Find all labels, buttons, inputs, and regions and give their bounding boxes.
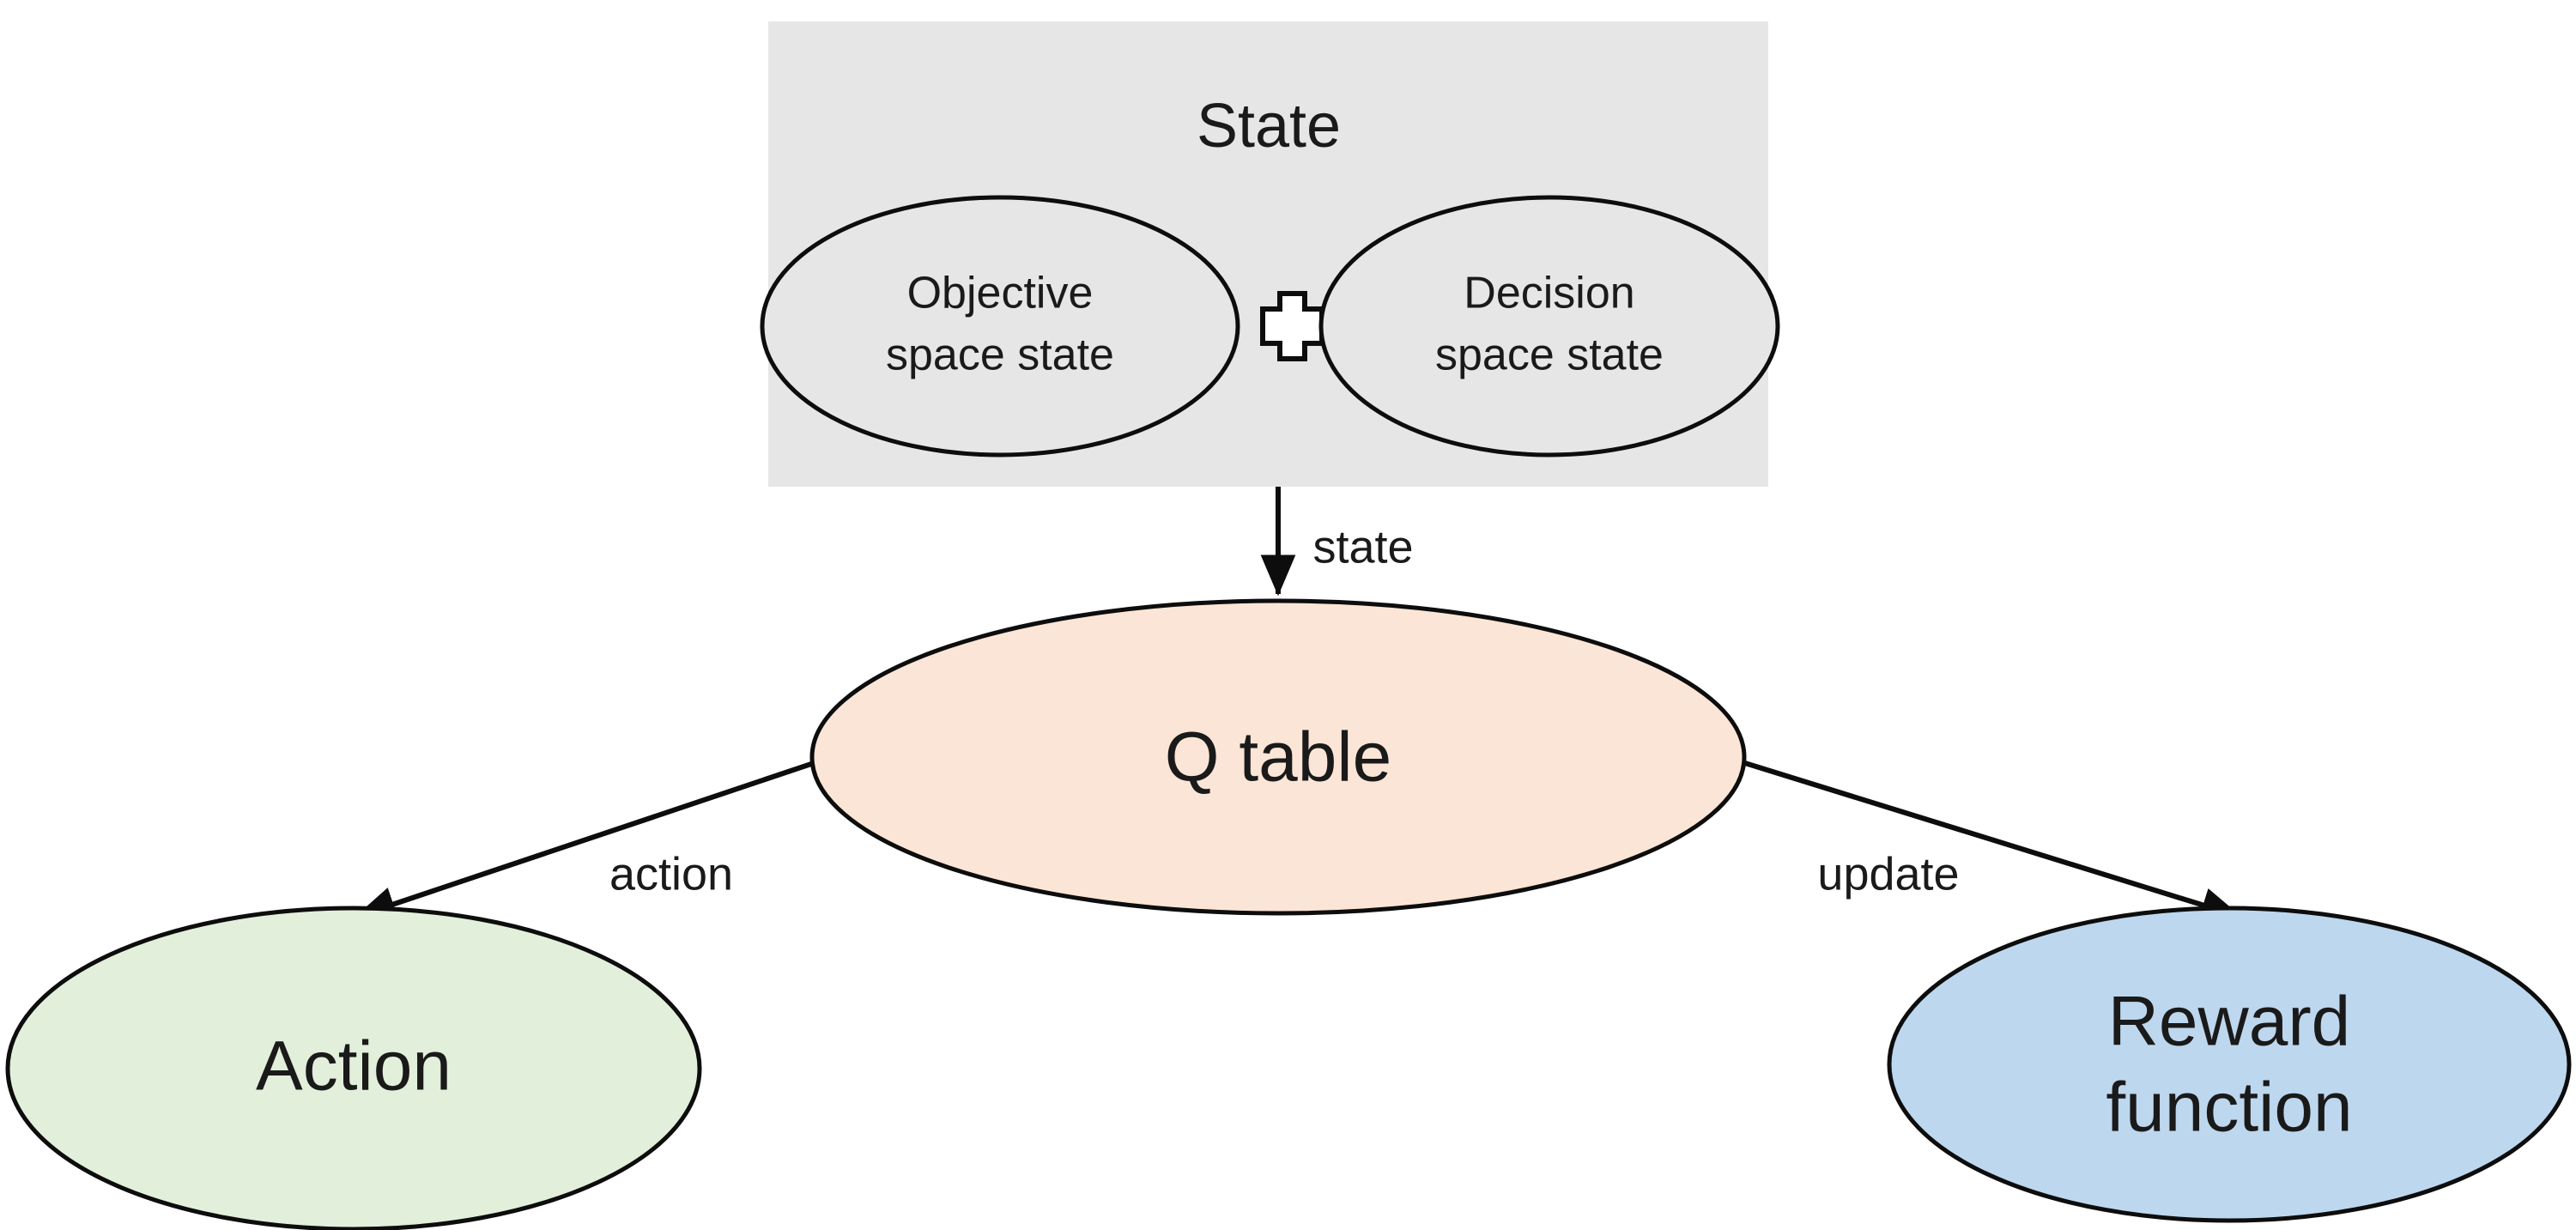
decision-space-state-ellipse[interactable]: [1318, 195, 1780, 457]
q-table-label: Q table: [1165, 718, 1391, 797]
edge-action: action: [354, 757, 825, 921]
action-ellipse[interactable]: [5, 906, 702, 1230]
objective-space-state-ellipse[interactable]: [760, 195, 1240, 457]
q-table-ellipse[interactable]: [809, 598, 1747, 916]
decision-space-state-label-line2: space state: [1435, 330, 1664, 380]
node-action[interactable]: Action: [5, 906, 702, 1230]
node-reward-function[interactable]: Reward function: [1887, 906, 2572, 1223]
action-arrow: [354, 757, 825, 921]
node-q-table[interactable]: Q table: [809, 598, 1747, 916]
objective-space-state-label-line2: space state: [886, 330, 1114, 380]
state-edge-label: state: [1312, 521, 1413, 573]
decision-space-state-label-line1: Decision: [1464, 269, 1634, 318]
action-label: Action: [256, 1027, 452, 1106]
action-edge-label: action: [609, 848, 733, 900]
reward-function-label-line2: function: [2106, 1069, 2352, 1147]
node-objective-space-state[interactable]: Objective space state: [760, 195, 1240, 457]
update-edge-label: update: [1817, 848, 1959, 900]
reward-function-label-line1: Reward: [2108, 983, 2351, 1061]
edge-state: state: [1260, 487, 1414, 597]
node-decision-space-state[interactable]: Decision space state: [1318, 195, 1780, 457]
update-arrow: [1733, 757, 2243, 922]
edge-update: update: [1733, 757, 2243, 922]
objective-space-state-label-line1: Objective: [907, 269, 1094, 318]
state-group-title: State: [1197, 92, 1341, 161]
reward-function-ellipse[interactable]: [1887, 906, 2572, 1223]
